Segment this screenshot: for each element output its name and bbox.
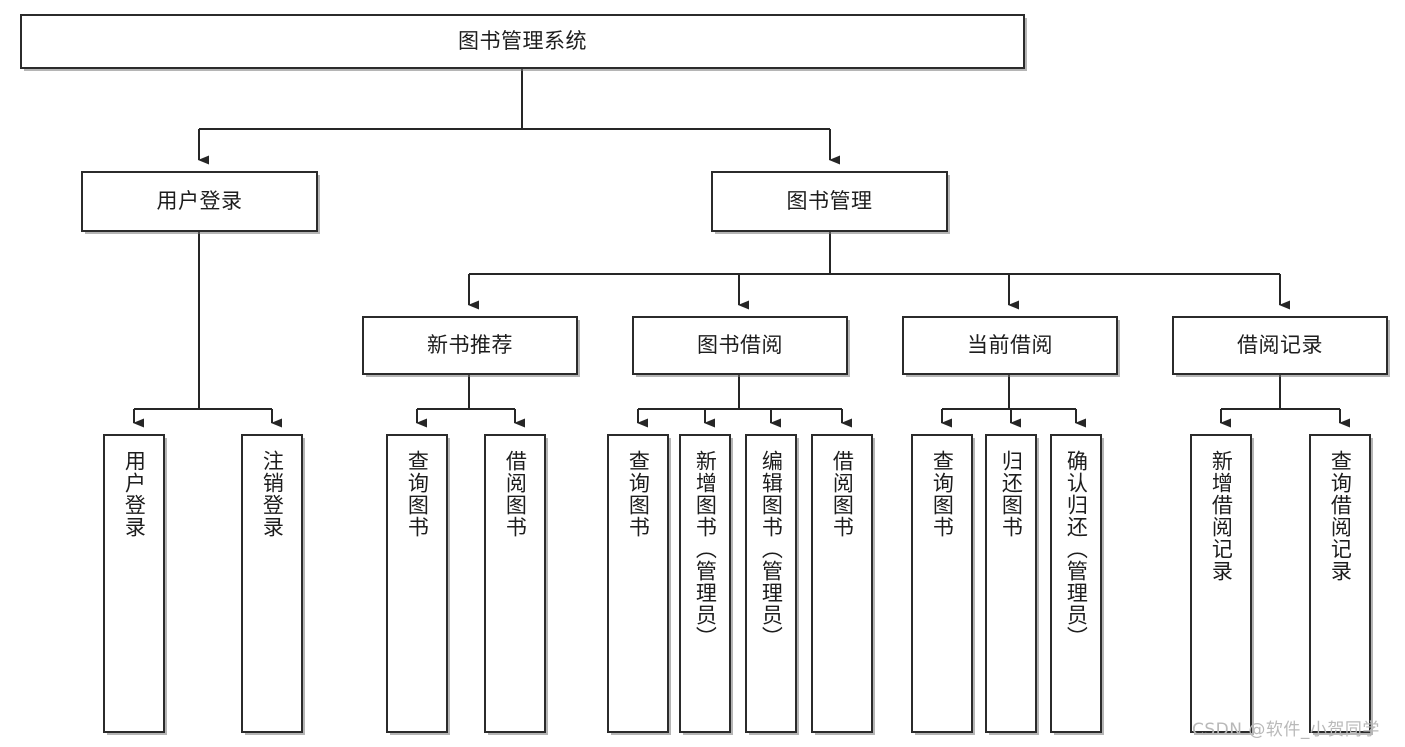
node-leaf-edit-book-label: 编辑图书（管理员） [759, 450, 784, 648]
node-leaf-add-book[interactable]: 新增图书（管理员） [679, 434, 731, 733]
node-user-login-label: 用户登录 [156, 189, 243, 214]
node-leaf-borrow-book-2[interactable]: 借阅图书 [811, 434, 873, 733]
node-leaf-query-book-3-label: 查询图书 [930, 450, 955, 538]
node-borrow-record-label: 借阅记录 [1237, 333, 1323, 358]
node-book-manage[interactable]: 图书管理 [711, 171, 948, 232]
edge-currentborrow-to-leaves [941, 375, 1086, 428]
node-leaf-return-book[interactable]: 归还图书 [985, 434, 1037, 733]
node-leaf-user-login-label: 用户登录 [122, 450, 147, 538]
node-leaf-confirm-return[interactable]: 确认归还（管理员） [1050, 434, 1102, 733]
csdn-watermark: CSDN @软件_小贺同学 [1192, 720, 1380, 740]
node-leaf-query-record[interactable]: 查询借阅记录 [1309, 434, 1371, 733]
node-root[interactable]: 图书管理系统 [20, 14, 1025, 69]
edge-bookborrow-to-leaves [637, 375, 852, 428]
edge-borrowrecord-to-leaves [1220, 375, 1350, 428]
node-leaf-borrow-book-1[interactable]: 借阅图书 [484, 434, 546, 733]
node-root-label: 图书管理系统 [458, 29, 587, 54]
node-leaf-logout-label: 注销登录 [260, 450, 285, 538]
node-new-book-rec[interactable]: 新书推荐 [362, 316, 578, 375]
node-leaf-borrow-book-2-label: 借阅图书 [830, 450, 855, 538]
node-leaf-query-book-1-label: 查询图书 [405, 450, 430, 538]
node-leaf-query-book-2-label: 查询图书 [626, 450, 651, 538]
edge-root-to-level2 [198, 69, 840, 165]
node-leaf-borrow-book-1-label: 借阅图书 [503, 450, 528, 538]
node-leaf-user-login[interactable]: 用户登录 [103, 434, 165, 733]
node-user-login[interactable]: 用户登录 [81, 171, 318, 232]
node-leaf-query-book-2[interactable]: 查询图书 [607, 434, 669, 733]
node-new-book-rec-label: 新书推荐 [427, 333, 513, 358]
node-leaf-edit-book[interactable]: 编辑图书（管理员） [745, 434, 797, 733]
node-book-borrow-label: 图书借阅 [697, 333, 783, 358]
edge-newbookrec-to-leaves [416, 375, 525, 428]
node-leaf-confirm-return-label: 确认归还（管理员） [1064, 450, 1089, 648]
node-book-manage-label: 图书管理 [786, 189, 873, 214]
node-borrow-record[interactable]: 借阅记录 [1172, 316, 1388, 375]
node-current-borrow[interactable]: 当前借阅 [902, 316, 1118, 375]
node-leaf-query-book-3[interactable]: 查询图书 [911, 434, 973, 733]
node-leaf-logout[interactable]: 注销登录 [241, 434, 303, 733]
node-leaf-add-record-label: 新增借阅记录 [1209, 450, 1234, 582]
node-leaf-add-book-label: 新增图书（管理员） [693, 450, 718, 648]
node-leaf-query-book-1[interactable]: 查询图书 [386, 434, 448, 733]
edge-bookmanage-to-level3 [468, 232, 1290, 310]
node-leaf-query-record-label: 查询借阅记录 [1328, 450, 1353, 582]
node-current-borrow-label: 当前借阅 [967, 333, 1053, 358]
node-leaf-add-record[interactable]: 新增借阅记录 [1190, 434, 1252, 733]
edge-userlogin-to-leaves [133, 232, 282, 428]
node-leaf-return-book-label: 归还图书 [999, 450, 1024, 538]
node-book-borrow[interactable]: 图书借阅 [632, 316, 848, 375]
